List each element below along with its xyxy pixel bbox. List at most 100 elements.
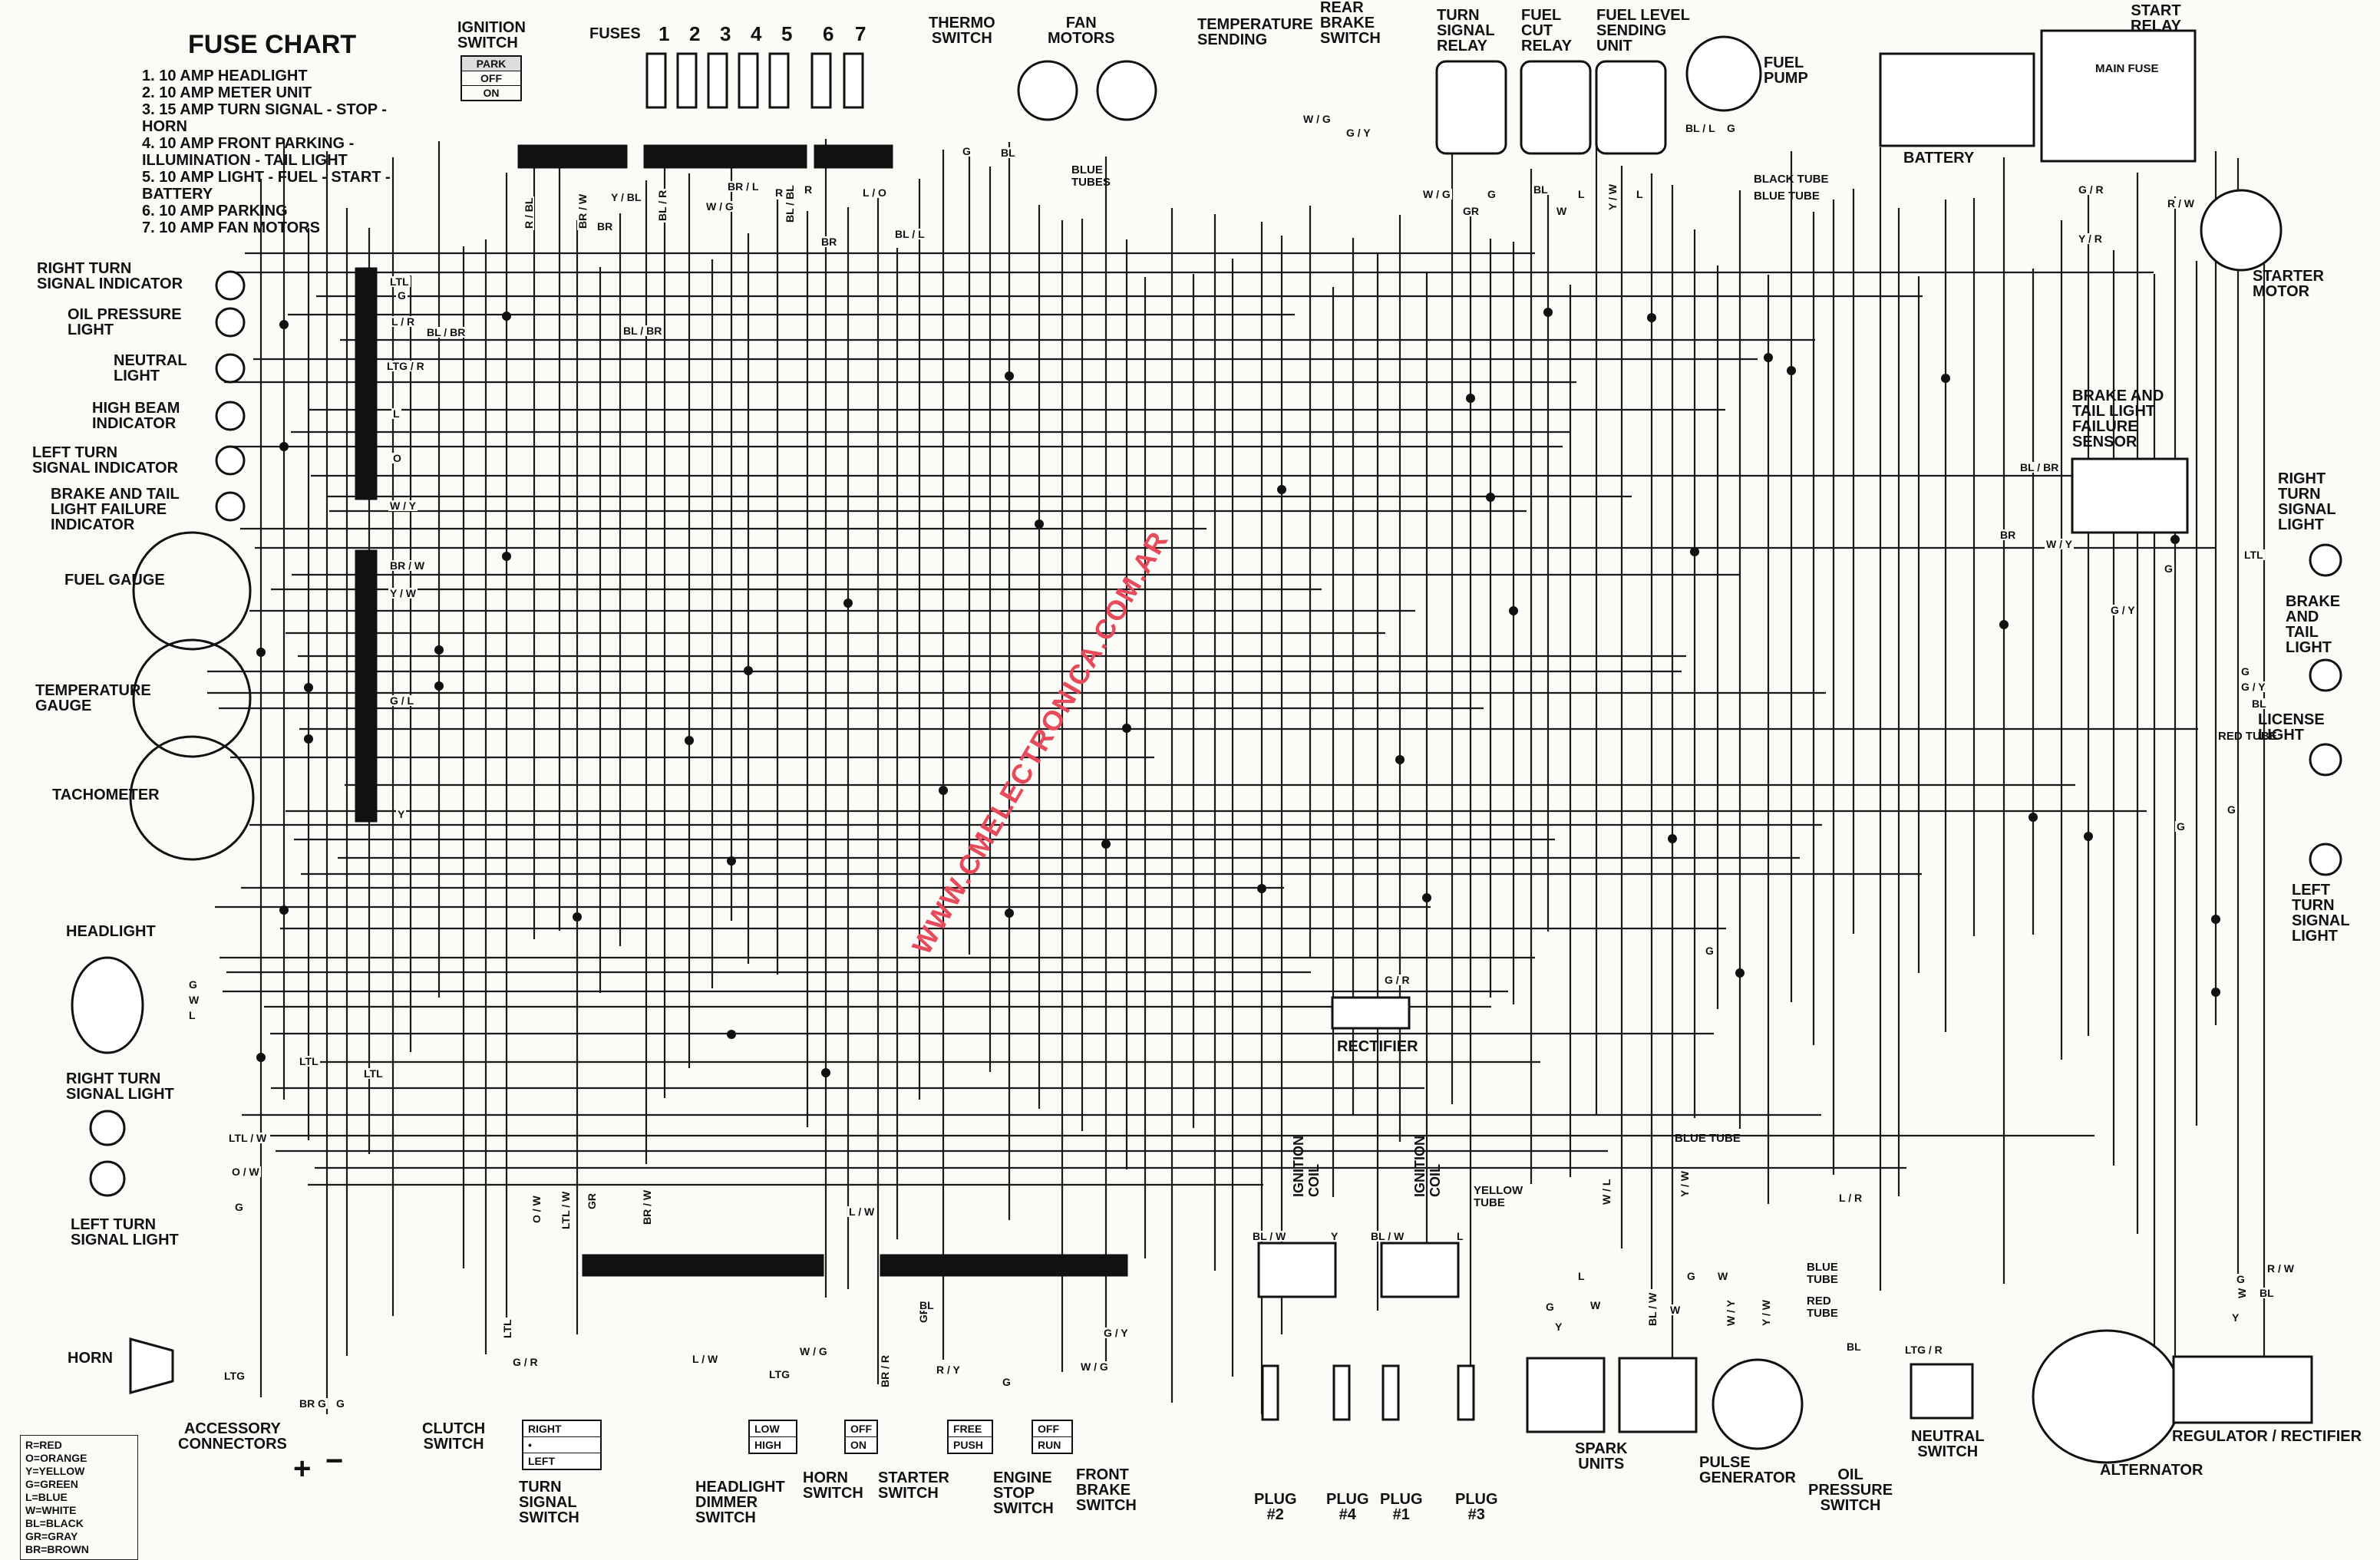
rear-lamp-icon	[2309, 843, 2342, 876]
fuel-cut-relay-label: FUEL CUT RELAY	[1521, 7, 1572, 54]
neutral-light-label: NEUTRAL LIGHT	[114, 352, 187, 384]
wire-junction	[573, 912, 582, 922]
wire-label: G	[335, 1397, 346, 1410]
failure-sensor-box	[2071, 457, 2189, 534]
engine-stop-table: OFF RUN	[1032, 1420, 1073, 1454]
wire-label: G / Y	[1345, 127, 1372, 139]
wire-label: G	[1685, 1270, 1697, 1282]
wire-label: R / W	[2266, 1262, 2296, 1275]
horn-icon	[129, 1337, 174, 1394]
color-legend: R=RED O=ORANGE Y=YELLOW G=GREEN L=BLUE W…	[20, 1435, 138, 1560]
plug-2-label: PLUG #2	[1254, 1491, 1297, 1523]
starter-switch-label: STARTER SWITCH	[878, 1469, 949, 1502]
wire-junction	[1764, 353, 1773, 362]
wire-junction	[2211, 915, 2220, 924]
fuse-icon	[738, 52, 759, 109]
wire-label: Y	[1329, 1230, 1340, 1242]
plug-1-label: PLUG #1	[1380, 1491, 1423, 1523]
wire-label: BL / W	[1369, 1230, 1406, 1242]
wire-junction	[1509, 606, 1518, 615]
turn-position-left: LEFT	[523, 1453, 600, 1469]
regulator-rectifier-icon	[2172, 1355, 2313, 1424]
headlight-lamp-icon	[71, 956, 144, 1054]
horn-position-on: ON	[846, 1436, 876, 1453]
wire-label: W	[187, 994, 201, 1006]
wire-label: O / W	[230, 1166, 261, 1178]
wire-junction	[502, 552, 511, 561]
spark-plug-icon	[1261, 1364, 1279, 1421]
battery-icon	[1879, 52, 2035, 147]
oil-pressure-light-label: OIL PRESSURE LIGHT	[68, 306, 182, 338]
high-beam-indicator-label: HIGH BEAM INDICATOR	[92, 400, 180, 432]
wire-junction	[434, 681, 444, 691]
temperature-gauge-label: TEMPERATURE GAUGE	[35, 682, 151, 714]
color-legend-item: G=GREEN	[25, 1478, 78, 1490]
fuse-connector-block	[517, 144, 628, 169]
relay-box-icon	[1435, 60, 1507, 155]
wire-label: W	[2236, 1286, 2248, 1300]
color-legend-item: L=BLUE	[25, 1491, 68, 1503]
wire-label: G	[2175, 820, 2187, 833]
ignition-coil-label-1: IGNITION COIL	[1291, 1136, 1322, 1197]
wire-label: W	[1589, 1299, 1603, 1311]
wire-junction	[1466, 394, 1475, 403]
blue-tube-label: BLUE TUBE	[1754, 190, 1820, 203]
fuse-icon	[676, 52, 698, 109]
fuse-number-1: 1	[659, 22, 670, 45]
wire-label: Y	[396, 808, 407, 820]
wire-junction	[1543, 308, 1553, 317]
accessory-minus-sign: −	[325, 1444, 344, 1478]
wire-label: LTL	[501, 1318, 513, 1340]
fuse-chart-item: 6. 10 AMP PARKING	[142, 203, 288, 219]
wire-label: G	[1001, 1376, 1012, 1388]
wire-label: G	[1486, 188, 1497, 200]
wire-label: BL	[2250, 698, 2268, 710]
wire-junction	[2084, 832, 2093, 841]
left-turn-light-label: LEFT TURN SIGNAL LIGHT	[71, 1216, 179, 1248]
fuse-icon	[843, 52, 864, 109]
turn-lamp-icon	[89, 1110, 126, 1146]
fuel-gauge-label: FUEL GAUGE	[64, 572, 165, 589]
rear-lamp-icon	[2309, 658, 2342, 692]
wire-label: LTG / R	[1903, 1344, 1944, 1356]
right-turn-light-right-label: RIGHT TURN SIGNAL LIGHT	[2278, 470, 2336, 533]
color-legend-item: GR=GRAY	[25, 1530, 78, 1542]
battery-label: BATTERY	[1903, 150, 1975, 167]
wire-label: GR	[1461, 205, 1480, 217]
wire-label: G / Y	[2109, 604, 2137, 616]
wire-label: BL / L	[893, 228, 926, 240]
wire-label: W / G	[705, 200, 735, 213]
fuse-number-7: 7	[855, 22, 867, 45]
front-brake-switch-label: FRONT BRAKE SWITCH	[1076, 1466, 1137, 1514]
wire-label: BL / BR	[622, 325, 664, 337]
pulse-generator-icon	[1712, 1358, 1804, 1450]
rear-lamp-icon	[2309, 543, 2342, 577]
wire-label: G	[396, 289, 408, 302]
wire-label: L	[1455, 1230, 1465, 1242]
fuse-chart: FUSE CHART 1. 10 AMP HEADLIGHT 2. 10 AMP…	[142, 31, 418, 236]
right-turn-indicator-label: RIGHT TURN SIGNAL INDICATOR	[37, 260, 183, 292]
starter-position-push: PUSH	[949, 1436, 992, 1453]
wire-label: O	[391, 452, 403, 464]
wire-label: G	[187, 978, 199, 991]
horn-switch-table: OFF ON	[844, 1420, 878, 1454]
wire-label: W / G	[1302, 113, 1332, 125]
fuse-number-4: 4	[751, 22, 762, 45]
indicator-bulb-icon	[215, 445, 246, 476]
wire-junction	[1486, 493, 1495, 502]
wire-label: L	[1576, 188, 1586, 200]
ign-position-on: ON	[462, 85, 520, 100]
wire-junction	[821, 1068, 830, 1077]
indicator-bulb-icon	[215, 353, 246, 384]
yellow-tube-label: YELLOW TUBE	[1474, 1184, 1523, 1209]
indicator-bulb-icon	[215, 307, 246, 338]
turn-lamp-icon	[89, 1160, 126, 1197]
wire-junction	[727, 856, 736, 866]
relay-box-icon	[1520, 60, 1592, 155]
rectifier-icon	[1331, 996, 1411, 1030]
switch-harness-bar	[582, 1254, 824, 1277]
wire-label: L / O	[861, 186, 888, 199]
wire-junction	[256, 648, 266, 657]
wire-junction	[256, 1053, 266, 1062]
wire-label: G / L	[388, 694, 416, 707]
